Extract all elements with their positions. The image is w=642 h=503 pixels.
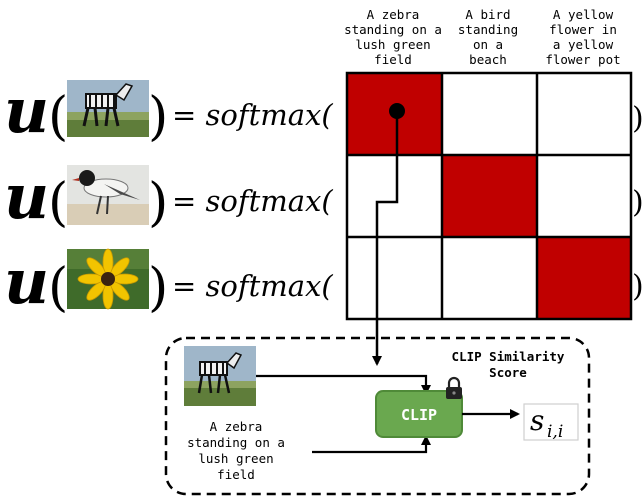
close-paren: ) — [148, 173, 168, 233]
matrix-cell-highlight-2-2 — [442, 155, 537, 237]
close-paren: ) — [148, 258, 168, 318]
u-symbol: u — [4, 74, 49, 147]
open-paren: ( — [48, 173, 68, 233]
matrix-cell-highlight-3-3 — [537, 237, 631, 319]
bird-image — [67, 165, 149, 225]
row-2: u ( ) = softmax( ) — [4, 160, 642, 233]
u-symbol: u — [4, 245, 49, 318]
close-paren: ) — [148, 87, 168, 147]
zebra-image — [67, 80, 149, 137]
open-paren: ( — [48, 87, 68, 147]
image-to-clip-arrow — [256, 374, 431, 395]
row-close-paren: ) — [632, 185, 642, 220]
row-close-paren: ) — [632, 101, 642, 136]
row-1: u ( ) = softmax( ) — [4, 74, 642, 147]
row-3: u ( ) = softmax( ) — [4, 245, 642, 318]
lock-icon — [446, 376, 462, 399]
similarity-matrix — [345, 71, 633, 321]
open-paren: ( — [48, 258, 68, 318]
text-to-clip-arrow — [312, 435, 431, 454]
softmax-label: = softmax( — [172, 184, 333, 218]
flower-image — [67, 248, 149, 310]
selection-arrow — [372, 111, 399, 366]
u-symbol: u — [4, 160, 49, 233]
clip-model-label: CLIP — [401, 406, 437, 424]
score-symbol: s — [530, 404, 544, 437]
clip-score-panel — [164, 336, 591, 496]
row-close-paren: ) — [632, 269, 642, 304]
softmax-label: = softmax( — [172, 269, 333, 303]
softmax-label: = softmax( — [172, 98, 333, 132]
score-subscript: i,i — [547, 422, 563, 442]
score-box — [523, 403, 579, 441]
zebra-thumbnail — [184, 346, 256, 406]
